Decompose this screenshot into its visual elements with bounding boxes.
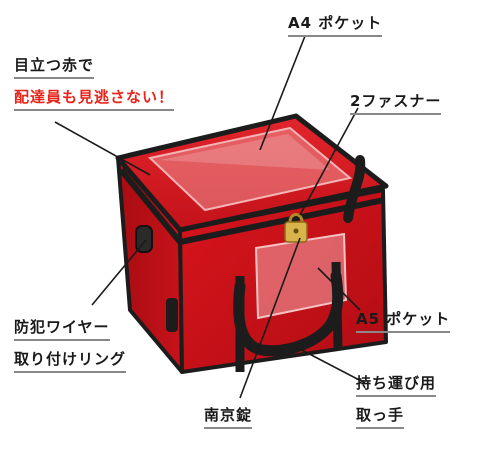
- no-miss-label: 配達員も見逃さない！: [14, 88, 175, 111]
- padlock-illustration: [284, 213, 308, 243]
- a5-pocket-label: A5 ポケット: [356, 310, 451, 333]
- two-zipper-label: 2ファスナー: [350, 92, 442, 115]
- conspicuous-red-label: 目立つ赤で: [14, 56, 95, 79]
- a4-clear-pocket: [147, 126, 353, 212]
- anti-theft-wire-label: 防犯ワイヤー: [14, 318, 110, 341]
- attachment-ring-label: 取り付けリング: [14, 350, 127, 373]
- back-handle-strap: [343, 155, 366, 223]
- a4-pocket-label: A4 ポケット: [288, 14, 383, 37]
- carry-handle-label: 持ち運び用: [356, 374, 437, 397]
- anti-theft-ring: [135, 225, 153, 253]
- handle-label: 取っ手: [356, 406, 405, 429]
- leader-lines: [54, 35, 366, 399]
- zipper-track: [118, 168, 385, 245]
- padlock-label: 南京錠: [204, 406, 253, 429]
